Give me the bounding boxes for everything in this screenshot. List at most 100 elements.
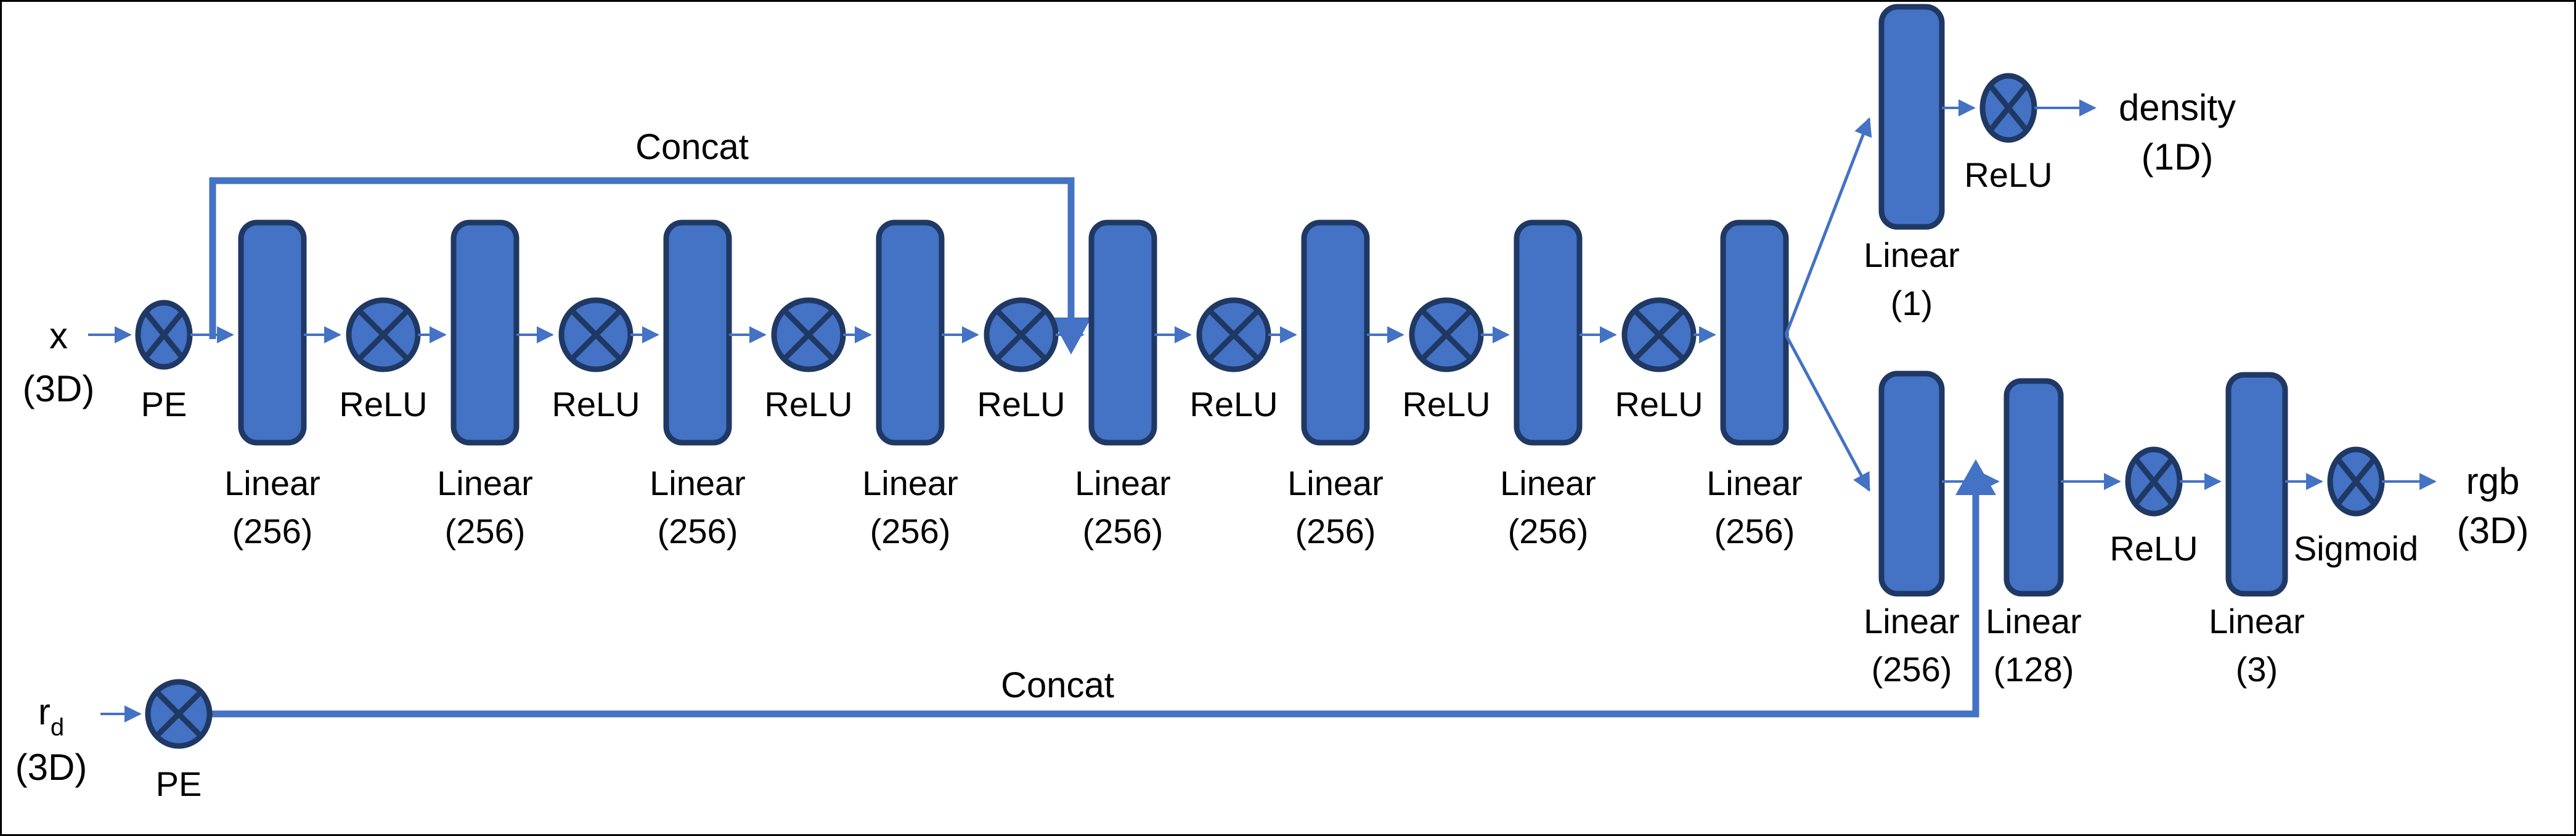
trunk-linear-8-bar <box>1720 219 1789 446</box>
trunk-relu-3-label: ReLU <box>764 385 852 424</box>
trunk-relu-6[interactable]: ReLU <box>1402 297 1491 424</box>
direction-input-base: r <box>38 691 51 732</box>
color-linear-3[interactable]: Linear (3) <box>2209 372 2305 689</box>
pe-direction[interactable]: PE <box>145 679 213 803</box>
concat-view-arrowhead <box>1955 459 1996 495</box>
trunk-linear-7-bar <box>1514 219 1583 446</box>
trunk-relu-1-cross-icon <box>356 308 410 362</box>
color-branch: Linear (256) Linear (128) ReLU Linear (3… <box>1864 371 2529 689</box>
trunk-linear-4-label: Linear <box>862 464 958 502</box>
color-relu-label: ReLU <box>2109 529 2198 568</box>
trunk-relu-7-cross-icon <box>1632 308 1686 362</box>
color-relu[interactable]: ReLU <box>2109 446 2198 568</box>
trunk-linear-5-bar <box>1088 219 1157 446</box>
direction-input: rd (3D) <box>15 691 142 788</box>
trunk-relu-2-cross-icon <box>569 308 623 362</box>
color-sigmoid-label: Sigmoid <box>2294 529 2418 568</box>
trunk-linear-1[interactable]: Linear (256) <box>224 219 320 551</box>
trunk-stack: Linear (256) ReLU Linear (256) <box>224 219 1803 551</box>
trunk-linear-3-bar <box>663 219 732 446</box>
trunk-linear-3-units: (256) <box>658 512 738 551</box>
density-relu-cross-icon <box>1987 83 2029 133</box>
trunk-linear-4-units: (256) <box>870 512 951 551</box>
trunk-relu-3-cross-icon <box>781 308 836 362</box>
trunk-relu-1-label: ReLU <box>339 385 427 424</box>
color-relu-cross-icon <box>2133 457 2175 506</box>
trunk-linear-1-bar <box>238 219 307 446</box>
trunk-relu-6-cross-icon <box>1419 308 1473 362</box>
density-relu-label: ReLU <box>1964 155 2052 194</box>
position-input-symbol: x <box>49 315 68 356</box>
trunk-linear-1-label: Linear <box>224 464 320 502</box>
density-linear[interactable]: Linear (1) <box>1864 4 1960 322</box>
color-linear-3-label: Linear <box>2209 602 2305 641</box>
position-input-dim: (3D) <box>23 368 95 409</box>
trunk-linear-3-label: Linear <box>650 464 746 502</box>
trunk-linear-8-label: Linear <box>1706 464 1803 502</box>
rgb-output-label: rgb <box>2466 461 2520 502</box>
density-linear-units: (1) <box>1891 284 1933 322</box>
branch-to-color <box>1784 334 1871 492</box>
trunk-relu-3[interactable]: ReLU <box>764 297 853 424</box>
direction-input-symbol: rd <box>38 691 64 741</box>
concat-view-path <box>210 495 1979 718</box>
trunk-linear-5[interactable]: Linear (256) <box>1075 219 1171 551</box>
concat-view-direction: Concat <box>210 459 1996 718</box>
trunk-relu-5-cross-icon <box>1207 308 1261 362</box>
trunk-linear-2-bar <box>450 219 520 446</box>
color-linear-3-units: (3) <box>2236 650 2278 689</box>
trunk-linear-2-units: (256) <box>445 512 526 551</box>
trunk-linear-8[interactable]: Linear (256) <box>1706 219 1803 551</box>
trunk-linear-6[interactable]: Linear (256) <box>1287 219 1384 551</box>
trunk-linear-6-bar <box>1301 219 1370 446</box>
trunk-linear-4[interactable]: Linear (256) <box>862 219 958 551</box>
trunk-linear-2[interactable]: Linear (256) <box>437 219 533 551</box>
color-linear-3-bar <box>2225 372 2288 597</box>
trunk-linear-6-units: (256) <box>1295 512 1376 551</box>
color-sigmoid-cross-icon <box>2335 457 2377 506</box>
trunk-linear-7-label: Linear <box>1500 464 1596 502</box>
density-linear-label: Linear <box>1864 236 1960 274</box>
color-linear-128-bar <box>2003 378 2064 597</box>
pe-position-label: PE <box>141 385 187 424</box>
direction-input-subscript: d <box>51 714 64 741</box>
color-linear-128-label: Linear <box>1986 602 2082 641</box>
density-linear-bar <box>1878 4 1945 230</box>
trunk-linear-4-bar <box>876 219 945 446</box>
trunk-linear-7[interactable]: Linear (256) <box>1500 219 1596 551</box>
color-linear-128[interactable]: Linear (128) <box>1986 378 2082 689</box>
color-linear-256[interactable]: Linear (256) <box>1864 371 1960 689</box>
trunk-relu-4[interactable]: ReLU <box>977 297 1066 424</box>
trunk-relu-2[interactable]: ReLU <box>552 297 640 424</box>
trunk-relu-7[interactable]: ReLU <box>1615 297 1703 424</box>
concat-view-label: Concat <box>1001 665 1114 705</box>
trunk-relu-6-label: ReLU <box>1402 385 1490 424</box>
head-split <box>1784 117 1872 492</box>
trunk-relu-4-label: ReLU <box>977 385 1065 424</box>
trunk-relu-4-cross-icon <box>994 308 1048 362</box>
concat-skip-path <box>209 177 1075 339</box>
concat-skip-position: Concat <box>209 127 1091 354</box>
concat-skip-label: Concat <box>635 127 749 167</box>
trunk-linear-3[interactable]: Linear (256) <box>650 219 746 551</box>
trunk-linear-7-units: (256) <box>1508 512 1589 551</box>
trunk-relu-1[interactable]: ReLU <box>339 297 428 424</box>
pe-direction-label: PE <box>156 764 202 803</box>
color-sigmoid[interactable]: Sigmoid <box>2294 446 2418 568</box>
density-branch: Linear (1) ReLU density (1D) <box>1864 4 2236 322</box>
density-output-label: density <box>2119 87 2236 128</box>
direction-input-dim: (3D) <box>15 747 88 788</box>
density-relu[interactable]: ReLU <box>1964 73 2053 194</box>
trunk-relu-5-label: ReLU <box>1189 385 1278 424</box>
pe-position-cross-icon <box>143 310 185 359</box>
pe-direction-cross-icon <box>155 690 203 738</box>
pe-position[interactable]: PE <box>135 300 193 424</box>
trunk-linear-2-label: Linear <box>437 464 533 502</box>
trunk-linear-8-units: (256) <box>1714 512 1795 551</box>
trunk-relu-5[interactable]: ReLU <box>1189 297 1278 424</box>
trunk-linear-1-units: (256) <box>232 512 313 551</box>
trunk-linear-5-units: (256) <box>1083 512 1164 551</box>
color-linear-256-bar <box>1878 371 1945 597</box>
